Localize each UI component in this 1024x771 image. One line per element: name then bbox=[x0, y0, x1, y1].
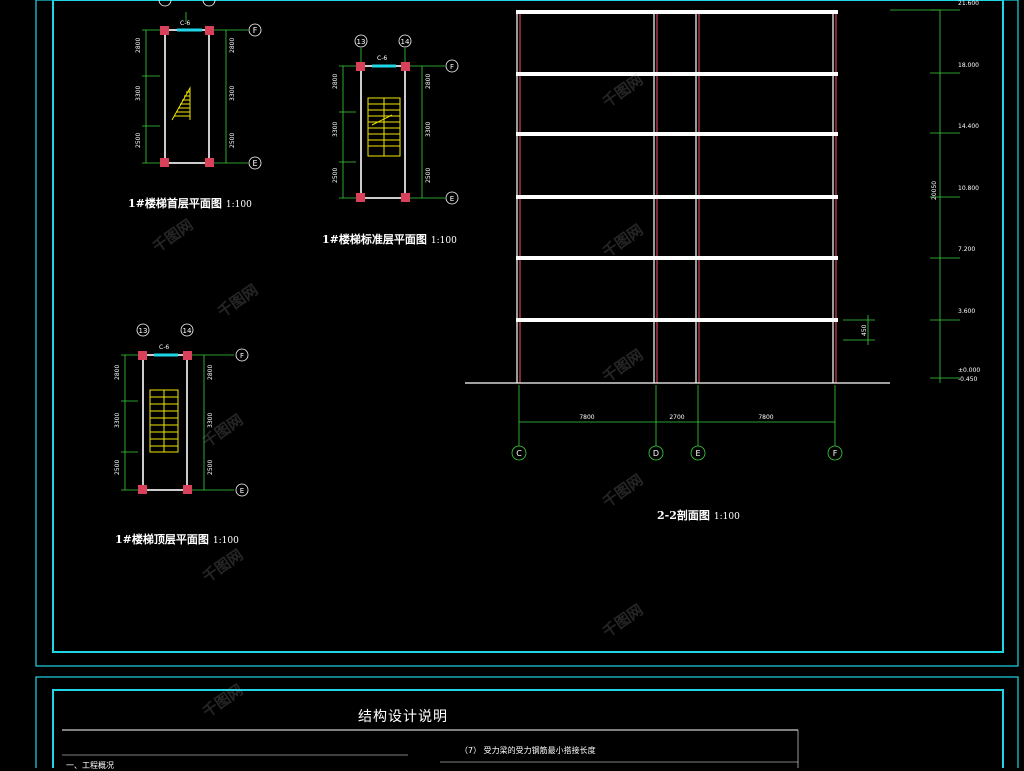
axis-label: E bbox=[240, 487, 244, 495]
notes-item-7: （7） 受力梁的受力钢筋最小搭接长度 bbox=[460, 746, 596, 755]
dim-text: 3300 bbox=[229, 86, 236, 101]
total-height-dim: 20050 bbox=[931, 181, 938, 200]
axis-label: E bbox=[450, 195, 454, 203]
dim-text: 2500 bbox=[332, 168, 339, 183]
elevation: 7.200 bbox=[958, 246, 975, 253]
axis-label: 13 bbox=[139, 327, 148, 335]
dim-text: 3300 bbox=[135, 86, 142, 101]
dim-text: 2500 bbox=[425, 168, 432, 183]
span-dim: 2700 bbox=[669, 414, 684, 421]
axis-label: F bbox=[450, 63, 454, 71]
axis-label: F bbox=[253, 26, 258, 35]
axis-label: 14 bbox=[183, 327, 192, 335]
window-tag: C-6 bbox=[180, 20, 190, 27]
dim-text: 3300 bbox=[332, 122, 339, 137]
span-dim: 7800 bbox=[758, 414, 773, 421]
elevation: -0.450 bbox=[958, 376, 978, 383]
standard-floor-stair-plan: 2800 3300 2500 2800 3300 2500 C-6 13 14 … bbox=[332, 34, 459, 205]
elevation: 18.000 bbox=[958, 62, 979, 69]
dim-text: 2500 bbox=[207, 460, 214, 475]
section-2-2: 7800 2700 7800 20050 450 21.600 18.000 1… bbox=[465, 0, 980, 461]
notes-left-heading: 一、工程概况 bbox=[66, 761, 114, 770]
floor-slab bbox=[516, 318, 838, 322]
floor-slab bbox=[516, 72, 838, 76]
first-floor-stair-plan: 2800 3300 2500 2800 3300 2500 C-6 F E bbox=[135, 0, 262, 170]
floor-slab bbox=[516, 10, 838, 14]
drawing-frames bbox=[35, 0, 1019, 768]
axis-label: E bbox=[695, 449, 700, 458]
axis-label: F bbox=[240, 352, 244, 360]
dim-text: 2800 bbox=[229, 38, 236, 53]
floor-slab bbox=[516, 256, 838, 260]
axis-label: 13 bbox=[357, 38, 366, 46]
window-tag: C-6 bbox=[377, 55, 387, 62]
dim-text: 2800 bbox=[135, 38, 142, 53]
axis-label: E bbox=[252, 159, 257, 168]
floor-slab bbox=[516, 195, 838, 199]
span-dim: 7800 bbox=[579, 414, 594, 421]
axis-label: 14 bbox=[401, 38, 410, 46]
dim-text: 3300 bbox=[114, 413, 121, 428]
axis-label: F bbox=[833, 449, 838, 458]
axis-label: D bbox=[653, 449, 659, 458]
plinth-dim: 450 bbox=[861, 324, 868, 336]
axis-label: C bbox=[516, 449, 522, 458]
structural-notes-title: 结构设计说明 bbox=[358, 709, 448, 725]
top-floor-stair-plan: 2800 3300 2500 2800 3300 2500 C-6 13 14 … bbox=[114, 323, 249, 497]
window-tag: C-6 bbox=[159, 344, 169, 351]
elevation: ±0.000 bbox=[958, 367, 980, 374]
elevation: 3.600 bbox=[958, 308, 975, 315]
dim-text: 3300 bbox=[425, 122, 432, 137]
dim-text: 2800 bbox=[332, 74, 339, 89]
dim-text: 2500 bbox=[135, 133, 142, 148]
elevation: 14.400 bbox=[958, 123, 979, 130]
floor-slab bbox=[516, 132, 838, 136]
dim-text: 2500 bbox=[114, 460, 121, 475]
elevation: 21.600 bbox=[958, 0, 979, 7]
dim-text: 2800 bbox=[425, 74, 432, 89]
dim-text: 3300 bbox=[207, 413, 214, 428]
elevation: 10.800 bbox=[958, 185, 979, 192]
dim-text: 2800 bbox=[114, 365, 121, 380]
dim-text: 2800 bbox=[207, 365, 214, 380]
dim-text: 2500 bbox=[229, 133, 236, 148]
